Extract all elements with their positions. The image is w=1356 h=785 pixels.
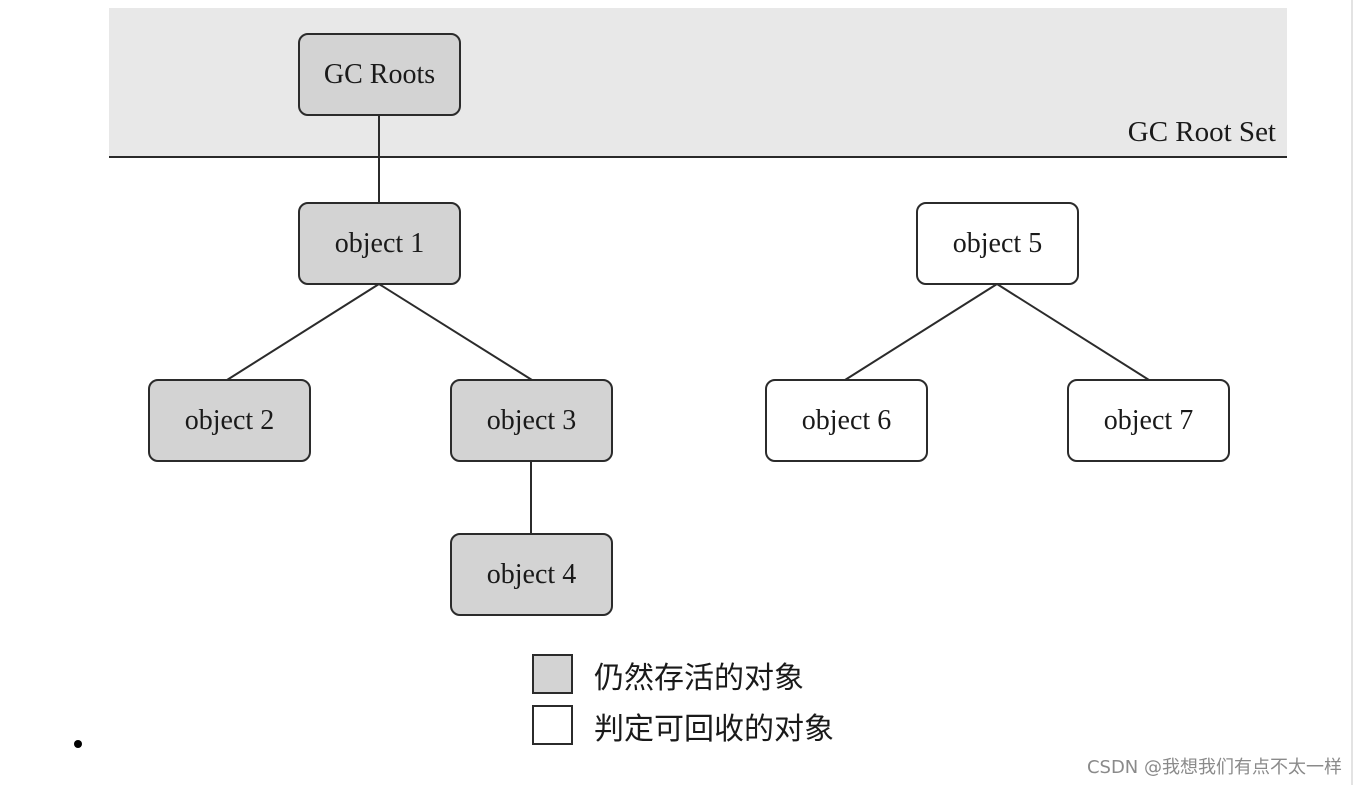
node-object-1: object 1 (298, 202, 461, 285)
edge-object5-object7 (996, 283, 1150, 381)
node-object-3: object 3 (450, 379, 613, 462)
edge-object1-object2 (226, 283, 380, 381)
legend-collectible-label: 判定可回收的对象 (594, 712, 834, 747)
legend-alive-swatch (532, 654, 573, 694)
node-object-5: object 5 (916, 202, 1079, 285)
gc-root-set-divider (109, 156, 1287, 158)
scrollbar-edge (1351, 0, 1353, 785)
gc-root-set-label: GC Root Set (1127, 116, 1276, 148)
node-gc-roots: GC Roots (298, 33, 461, 116)
node-object-7: object 7 (1067, 379, 1230, 462)
csdn-watermark: CSDN @我想我们有点不太一样 (1086, 757, 1342, 778)
node-object-2: object 2 (148, 379, 311, 462)
legend-alive-label: 仍然存活的对象 (594, 661, 804, 696)
list-bullet (74, 740, 82, 748)
edge-object1-object3 (378, 283, 533, 381)
legend-collectible-swatch (532, 705, 573, 745)
edge-object5-object6 (844, 283, 998, 381)
node-object-6: object 6 (765, 379, 928, 462)
node-object-4: object 4 (450, 533, 613, 616)
